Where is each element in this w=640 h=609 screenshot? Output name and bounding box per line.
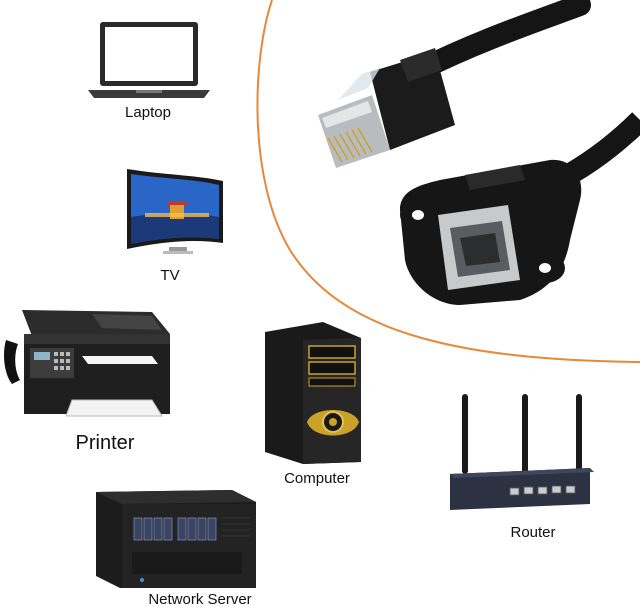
router-icon bbox=[450, 394, 594, 510]
printer-device bbox=[2, 304, 174, 422]
tv-icon bbox=[127, 169, 223, 254]
server-label: Network Server bbox=[148, 591, 252, 608]
highlight-outline bbox=[256, 0, 640, 363]
tv-device bbox=[125, 167, 225, 255]
laptop-label: Laptop bbox=[125, 104, 171, 121]
rj45-plug bbox=[318, 48, 455, 168]
laptop-device bbox=[88, 18, 210, 100]
computer-device bbox=[263, 322, 363, 464]
computer-label: Computer bbox=[284, 470, 350, 487]
rj45-panel-socket bbox=[400, 159, 582, 305]
laptop-icon bbox=[88, 22, 210, 98]
router-device bbox=[448, 392, 594, 516]
cable-illustration bbox=[256, 0, 640, 363]
printer-icon bbox=[4, 310, 170, 417]
router-label: Router bbox=[510, 524, 556, 541]
printer-label: Printer bbox=[75, 432, 135, 454]
tv-label: TV bbox=[160, 267, 180, 284]
network-server-icon bbox=[96, 490, 256, 588]
computer-tower-icon bbox=[265, 322, 361, 464]
server-device bbox=[92, 488, 258, 590]
